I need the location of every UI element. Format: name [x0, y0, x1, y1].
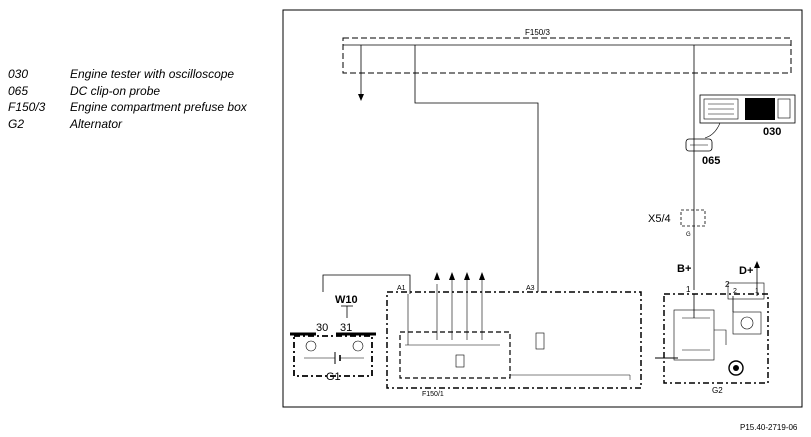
legend-row-g2: G2 Alternator: [8, 116, 247, 133]
legend-code: 065: [8, 83, 29, 98]
label-b-plus: B+: [677, 263, 691, 275]
legend-description: DC clip-on probe: [70, 83, 161, 98]
label-g1: G1: [326, 371, 341, 383]
legend-description: Alternator: [70, 116, 123, 131]
wire-a1-w10: [322, 274, 411, 294]
legend-row-065: 065 DC clip-on probe: [8, 83, 247, 100]
label-d-plus: D+: [739, 265, 753, 277]
label-pin-1: 1: [686, 285, 691, 294]
legend-row-030: 030 Engine tester with oscilloscope: [8, 66, 247, 83]
arrow-up-icon: [754, 261, 760, 268]
label-pin-2: 2: [725, 280, 730, 289]
document-reference: P15.40-2719-06: [740, 423, 798, 432]
alternator-internals: 2 1: [655, 282, 765, 376]
wire-to-a3: [414, 45, 539, 292]
label-a3: A3: [526, 285, 535, 292]
f150-1-internals: [399, 272, 631, 380]
connector-x5-4: [680, 209, 706, 227]
diagram-frame: [282, 9, 803, 408]
legend-code: 030: [8, 67, 29, 81]
label-x5-4: X5/4: [648, 213, 671, 225]
clip-on-probe-065: [685, 138, 713, 152]
probe-cable: [704, 122, 721, 139]
label-030: 030: [763, 126, 781, 138]
engine-tester-030: [699, 94, 796, 124]
legend-description: Engine tester with oscilloscope: [70, 67, 235, 81]
prefuse-box-f150-3: [342, 37, 792, 74]
label-a1: A1: [397, 285, 406, 292]
legend: 030 Engine tester with oscilloscope 065 …: [8, 66, 247, 132]
label-wire-color: G: [686, 232, 691, 238]
label-terminal-30: 30: [316, 322, 328, 334]
legend-row-f150-3: F150/3 Engine compartment prefuse box: [8, 99, 247, 116]
legend-code: F150/3: [8, 100, 46, 114]
legend-description: Engine compartment prefuse box: [70, 100, 247, 114]
label-f150-3: F150/3: [525, 28, 550, 37]
alternator-g2: [663, 293, 769, 384]
label-pin-2b: 2: [733, 288, 737, 295]
label-f150-1: F150/1: [422, 391, 444, 398]
label-w10: W10: [335, 294, 358, 306]
label-pin-1b: 1: [755, 288, 759, 295]
arrow-down-icon: [358, 94, 364, 101]
label-065: 065: [702, 155, 720, 167]
battery-g1: [290, 332, 376, 377]
label-terminal-31: 31: [340, 322, 352, 334]
legend-code: G2: [8, 116, 25, 131]
label-g2: G2: [712, 386, 723, 395]
fuse-box-f150-1: [386, 291, 642, 389]
